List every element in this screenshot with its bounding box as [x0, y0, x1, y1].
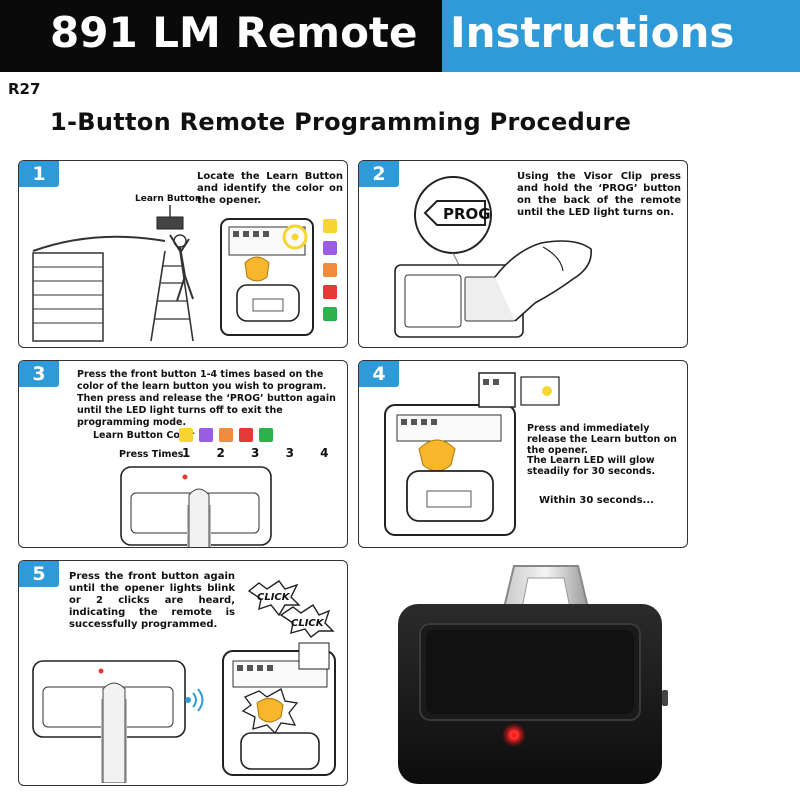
step-2-panel: 2 Using the Visor Clip press and hold th…	[358, 160, 688, 348]
signal-waves-icon	[185, 688, 204, 712]
swatch-orange	[219, 428, 233, 442]
step-2-number: 2	[359, 161, 399, 187]
click-text-2: CLICK	[291, 618, 325, 629]
step-1-panel: 1 Locate the Learn Button and identify t…	[18, 160, 348, 348]
visor-clip-illustration: PROG	[394, 176, 592, 338]
step-5-panel: 5 Press the front button again until the…	[18, 560, 348, 786]
header-subtitle-bar	[442, 0, 800, 72]
step-5-text: Press the front button again until the o…	[69, 571, 235, 630]
step-2-text: Using the Visor Clip press and hold the …	[517, 171, 681, 218]
click-text-1: CLICK	[257, 592, 291, 603]
swatch-purple	[199, 428, 213, 442]
swatch-red	[239, 428, 253, 442]
swatch-yellow	[179, 428, 193, 442]
step-4-panel: 4 Press and immediately release the Lear…	[358, 360, 688, 548]
learn-button-color-label: Learn Button Color	[93, 430, 195, 441]
step-3-number: 3	[19, 361, 59, 387]
swatch-green	[259, 428, 273, 442]
opener-blink-illustration	[222, 642, 336, 776]
model-code: R27	[8, 80, 41, 98]
remote-front-illustration	[120, 466, 272, 547]
step-3-text: Press the front button 1-4 times based o…	[77, 369, 336, 428]
step-1-text: Locate the Learn Button and identify the…	[197, 171, 343, 206]
page-subtitle: Instructions	[450, 8, 735, 57]
step-3-panel: 3 Press the front button 1-4 times based…	[18, 360, 348, 548]
click-bursts-illustration: CLICK CLICK	[247, 580, 335, 638]
step-4-text-c: Within 30 seconds...	[539, 495, 654, 506]
remote-press-illustration	[32, 660, 186, 783]
garage-illustration	[32, 205, 194, 342]
step-4-text-b: The Learn LED will glow steadily for 30 …	[527, 455, 656, 477]
step-1-number: 1	[19, 161, 59, 187]
opener-learn-illustration	[384, 372, 560, 536]
step-4-number: 4	[359, 361, 399, 387]
step-5-number: 5	[19, 561, 59, 587]
remote-product-photo	[398, 565, 668, 784]
page-title: 891 LM Remote	[50, 8, 418, 57]
procedure-title: 1-Button Remote Programming Procedure	[50, 108, 632, 136]
header-title-bar	[0, 0, 442, 72]
step-4-text-a: Press and immediately release the Learn …	[527, 423, 677, 456]
learn-button-callout: Learn Button	[135, 194, 202, 204]
press-times-values: 1 2 3 3 4	[182, 446, 340, 460]
opener-closeup-illustration	[220, 218, 337, 336]
prog-label-text: PROG	[443, 205, 491, 223]
press-times-label: Press Times	[119, 449, 184, 460]
